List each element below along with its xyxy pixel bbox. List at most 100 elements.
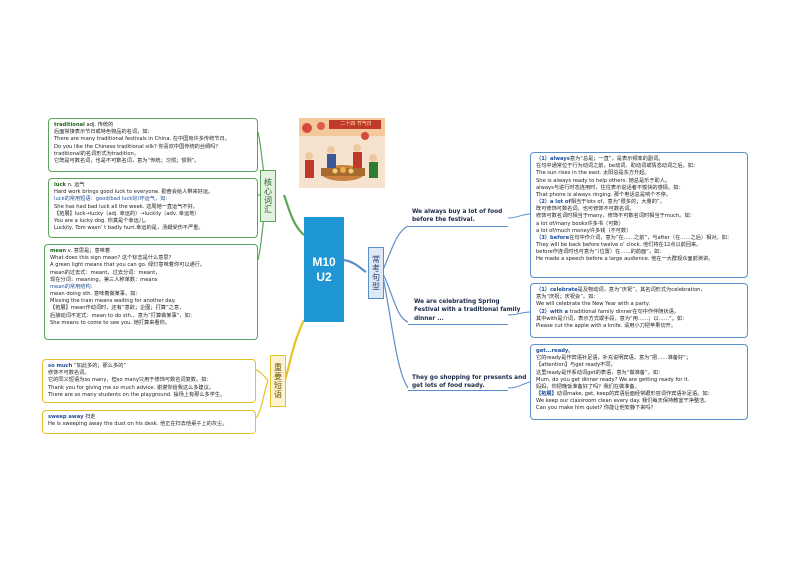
note-text: 意为“庆祝；庆祝会”。如： [536,294,599,301]
word-card-traditional: traditional adj. 传统的 后面常接表示节日或特色物品的名词，如：… [48,118,258,172]
note-text: traditional family dinner在句中作伴随状语， [568,308,679,315]
word-card-mean: mean v. 意思是；意味着 What does this sign mean… [44,244,258,340]
phrase-card-sweep-away: sweep away 扫走 He is sweeping away the du… [42,410,256,434]
word-head-rest: n. 运气 [66,182,85,188]
note-card-get-ready: get...ready。 它的ready是作宾语补足语，补充说明宾语，意为“把…… [530,344,748,420]
note-text: 【attention】与get ready不同， [536,362,616,369]
note-text: Please cut the apple with a knife. 请用小刀把… [536,322,676,329]
festival-illustration: 二十四 节气日 [299,118,385,188]
note-text: 它的ready是作宾语补足语，补充说明宾语，意为“把……准备好”； [536,355,692,362]
note-text: before作连词时也可意为“（位置）在……的前面”，如： [536,249,665,256]
note-text: 既可修饰可数名词，也可修饰不可数名词。 [536,206,635,213]
note-text: 在句中作介词，意为“在……之前”，与after（在……之后）相对。如： [569,234,733,241]
word-line: 它既是可数名词，也是不可数名词，意为“传统；习惯；惯例”。 [54,157,200,164]
note-text: The sun rises in the east. 太阳总是东方升起。 [536,170,650,177]
phrase-line: He is sweeping away the dust on his desk… [48,421,228,428]
word-line: Luckily, Tom wasn’ t badly hurt.幸运的是，汤姆受… [54,225,204,232]
word-line: Hard work brings good luck to everyone. … [54,189,214,196]
illustration-banner: 二十四 节气日 [340,121,372,127]
word-line: luck的常用短语：good/bad luck好/坏运气，如： [54,196,171,203]
word-line: mean doing sth. 意味着做某事，如： [50,291,141,298]
phrase-head: so much [48,363,73,369]
sentence-2: We are celebrating Spring Festival with … [414,298,520,323]
word-head-rest: v. 意思是；意味着 [66,248,111,254]
sentence-1: We always buy a lot of food before the f… [412,208,502,225]
note-text: a lot of/many books许多书（可数） [536,220,624,227]
word-head: traditional [54,122,85,128]
phrase-card-so-much: so much “如此多的；那么多的” 修饰不可数名词。 它的同义短语为so m… [42,359,256,403]
word-line: A green light means that you can go. 绿灯意… [50,262,206,269]
word-line: Missing the train means waiting for anot… [50,298,176,305]
word-head-rest: adj. 传统的 [84,122,114,128]
note-text: 妈妈，你把晚饭准备好了吗？我们在做准备。 [536,383,640,390]
sentence-line: before the festival. [412,217,475,224]
phrase-line: 它的同义短语为so many，但so many只用于修饰可数名词复数。如： [48,377,212,384]
note-keyword: （1）celebrate [536,287,578,293]
word-line: There are many traditional festivals in … [54,136,230,143]
word-line: She means to come to see you. 她打算来看你。 [50,319,170,326]
branch-key-phrases: 重要短语 [270,355,286,407]
note-keyword: get...ready [536,348,569,354]
phrase-head-rest: 扫走 [83,414,96,420]
note-text: a lot of/much money许多钱（不可数） [536,227,632,234]
note-text: He made a speech before a large audience… [536,256,714,263]
note-text: That phone is always ringing. 那个电话总是响个不停… [536,191,671,198]
note-text: She is always ready to help others. 她总是乐… [536,177,671,184]
phrase-head: sweep away [48,414,84,420]
note-text: Can you make him quiet? 你能让他安静下来吗？ [536,405,656,412]
word-line: 现在分词：meaning，第三人称单数：means [50,276,158,283]
word-line: mean的过去式：meant，过去分词：meant， [50,269,161,276]
sentence-3-underline [408,390,508,391]
note-text: always与进行时态连用时，往往表示说话者不愉快的感情。如： [536,184,684,191]
note-text: 在句中通常位于行为动词之前，be动词、助动词或情态动词之后。如： [536,163,699,170]
word-card-luck: luck n. 运气 Hard work brings good luck to… [48,178,258,238]
sentence-line: We are celebrating Spring [414,299,500,305]
note-text: 相当于lots of，意为“很多的；大量的”， [570,199,665,206]
note-text: 意为“总是；一直”，是表示频率的副词。 [569,156,664,162]
word-line: You are a lucky dog. 你真是个幸运儿。 [54,217,150,224]
sentence-2-underline [408,324,508,325]
word-head: luck [54,182,66,188]
word-line: 后面常接表示节日或特色物品的名词，如： [54,129,153,136]
note-keyword: （2）a lot of [536,199,571,206]
note-text: 这里ready是作系动词get的表语，意为“做准备”，如： [536,369,664,376]
branch-common-sentences: 常考句型 [368,247,384,299]
phrase-line: Thank you for giving me so much advice. … [48,384,214,391]
note-keyword: 【拓展】 [536,391,557,398]
word-line: What does this sign mean? 这个标志是什么意思？ [50,255,174,262]
note-text: 其中with是介词，表示方式或手段，意为“用……；以……”。如： [536,315,688,322]
word-line: Do you like the Chinese traditional silk… [54,143,221,150]
note-keyword: （2）with a [536,308,569,315]
branch-core-words: 核心词汇 [260,170,276,222]
central-line-1: M10 [312,255,336,270]
phrase-line: 修饰不可数名词。 [48,370,90,377]
note-text: 。 [568,348,574,354]
phrase-line: There are so many students on the playgr… [48,391,226,398]
word-line: She has had bad luck all the week. 这周她一直… [54,203,198,210]
note-text: We keep our classroom clean every day. 我… [536,398,710,405]
sentence-line: dinner ... [414,315,444,322]
word-line: 后接动词不定式：mean to do sth.，意为“打算做某事”，如： [50,312,195,319]
word-line: traditional的名词形式为tradition， [54,150,139,157]
sentence-line: We always buy a lot of food [412,209,503,215]
word-line: 【拓展】luck→lucky（adj. 幸运的）→luckily（adv. 幸运… [54,210,200,217]
sentence-line: They go shopping for presents and [412,375,527,381]
word-head: mean [50,248,67,254]
sentence-1-underline [408,226,508,227]
central-topic: M10 U2 [304,217,344,322]
note-text: They will be back before twelve o’ clock… [536,242,702,249]
sentence-3: They go shopping for presents and get lo… [412,374,526,391]
note-keyword: （1）always [536,156,570,162]
note-card-celebrate: （1）celebrate是及物动词，意为“庆祝”，其名词形式为celebrati… [530,283,748,338]
note-text: Mum, do you get dinner ready? We are get… [536,376,690,383]
note-text: 是及物动词，意为“庆祝”，其名词形式为celebration， [577,287,706,293]
central-line-2: U2 [316,269,332,284]
note-text: 动词make, get, keep的宾语后面经常跟形容词作宾语补足语。如： [556,391,713,398]
note-keyword: （3）before [536,234,570,241]
note-card-always: （1）always意为“总是；一直”，是表示频率的副词。 在句中通常位于行为动词… [530,152,748,278]
word-line: mean的常用结构： [50,283,96,290]
note-text: 修饰可数名词时相当于many，修饰不可数名词时相当于much。如： [536,213,695,220]
note-text: We will celebrate the New Year with a pa… [536,301,650,308]
phrase-head-rest: “如此多的；那么多的” [72,363,127,369]
